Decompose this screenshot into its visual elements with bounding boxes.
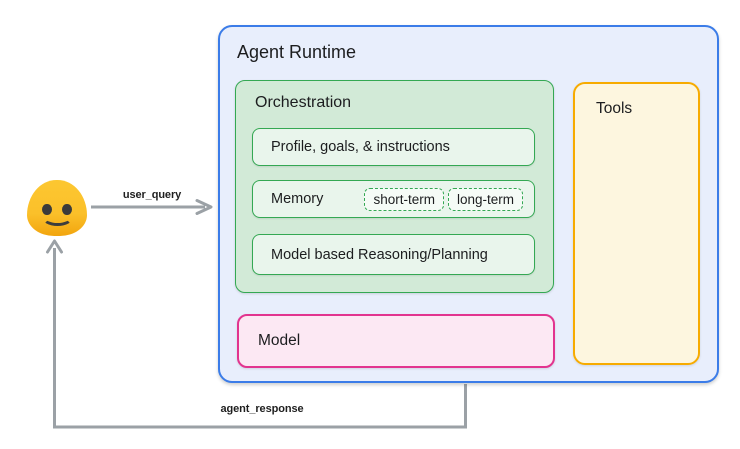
tools-box: Tools	[573, 82, 700, 365]
profile-goals-instructions-label: Profile, goals, & instructions	[271, 139, 450, 155]
agent-runtime-box: Agent Runtime Orchestration Profile, goa…	[218, 25, 719, 383]
short-term-memory-chip: short-term	[364, 187, 444, 211]
model-box: Model	[237, 314, 555, 368]
long-term-memory-chip: long-term	[447, 187, 523, 211]
memory-label: Memory	[271, 191, 324, 207]
emoji-right-eye	[62, 204, 72, 215]
emoji-smile	[41, 209, 73, 226]
agent-response-label: agent_response	[220, 403, 304, 415]
model-label: Model	[258, 332, 301, 349]
emoji-left-eye	[42, 204, 52, 215]
orchestration-title: Orchestration	[255, 94, 352, 111]
user-query-label: user_query	[122, 189, 182, 201]
reasoning-planning-box: Model based Reasoning/Planning	[252, 234, 535, 275]
memory-chip-group: short-term long-term	[364, 187, 523, 211]
memory-box: Memory short-term long-term	[252, 180, 535, 218]
reasoning-planning-label: Model based Reasoning/Planning	[271, 246, 488, 263]
agent-runtime-title: Agent Runtime	[237, 42, 357, 62]
orchestration-box: Orchestration Profile, goals, & instruct…	[235, 80, 554, 293]
user-query-arrow	[91, 199, 213, 215]
tools-label: Tools	[596, 100, 633, 117]
user-blob-emoji-icon	[27, 180, 87, 236]
profile-goals-instructions-box: Profile, goals, & instructions	[252, 128, 535, 166]
